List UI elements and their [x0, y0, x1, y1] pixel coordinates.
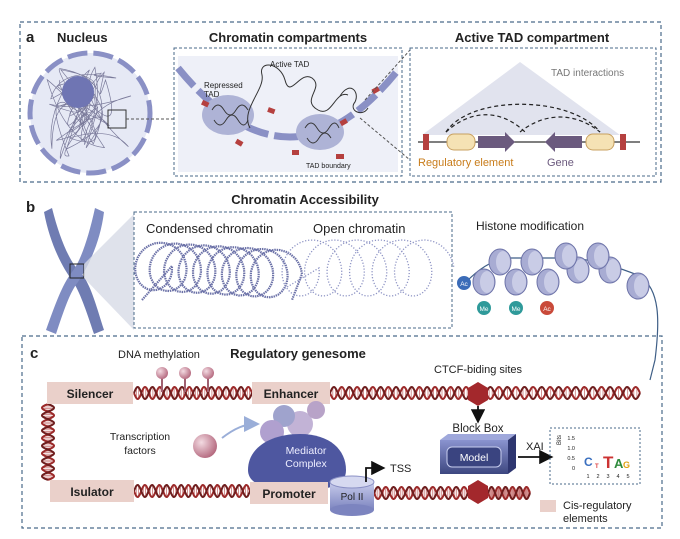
- histone-mark-ac-1: Ac: [457, 276, 471, 290]
- transcription-factor-ball: [193, 434, 217, 458]
- histone-mark-ac-2: Ac: [540, 301, 554, 315]
- histone-mark-me-2: Me: [509, 301, 523, 315]
- model-label: Model: [460, 452, 489, 464]
- panel-b-letter: b: [26, 199, 35, 216]
- logo-ylabel: Bits: [557, 435, 563, 445]
- open-chromatin-label: Open chromatin: [313, 221, 406, 236]
- mediator-complex: [248, 401, 346, 490]
- logo-ytick: 1.5: [567, 436, 575, 442]
- condensed-chromatin-label: Condensed chromatin: [146, 221, 273, 236]
- enhancer-label: Enhancer: [264, 387, 319, 401]
- legend-label-1: Cis-regulatory: [563, 500, 632, 512]
- logo-letter-g: G: [623, 460, 630, 470]
- panel-b: b Chromatin Accessibility Condensed chro…: [26, 192, 659, 381]
- tad-boundary-label: TAD boundary: [306, 163, 351, 170]
- ctcf-label: CTCF-biding sites: [434, 364, 523, 376]
- logo-letter-t: T: [603, 453, 614, 472]
- svg-text:Ac: Ac: [460, 281, 468, 288]
- histone-mark-me-1: Me: [477, 301, 491, 315]
- enhancer-box: Enhancer: [252, 382, 330, 404]
- regulatory-genesome-title: Regulatory genesome: [230, 346, 366, 361]
- compartments-illustration: [175, 56, 401, 172]
- logo-ytick: 1.0: [567, 446, 575, 452]
- regulatory-element-label: Regulatory element: [418, 157, 513, 169]
- model-box: [440, 434, 516, 474]
- tss-arrow: [365, 460, 386, 482]
- tf-label-1: Transcription: [110, 431, 170, 443]
- repressed-tad-label-1: Repressed: [204, 81, 243, 90]
- pol-ii-label: Pol II: [341, 492, 364, 503]
- active-tad-title: Active TAD compartment: [455, 30, 610, 45]
- compartments-title: Chromatin compartments: [209, 30, 367, 45]
- svg-text:Me: Me: [511, 306, 520, 313]
- motif-logo: Bits 1.5 1.0 0.5 0 C T T A G 1 2 3 4 5: [557, 435, 630, 480]
- dna-helix: [40, 385, 641, 501]
- logo-xtick: 2: [596, 474, 599, 480]
- logo-letter-a: A: [614, 456, 624, 471]
- tad-boundary-legend-swatch: [336, 154, 344, 159]
- ctcf-hexagon: [468, 382, 488, 406]
- gene-label: Gene: [547, 157, 574, 169]
- logo-xtick: 3: [606, 474, 609, 480]
- logo-letter-t-small: T: [595, 464, 599, 470]
- panel-c: c Regulatory genesome DNA methylation Si…: [21, 335, 663, 529]
- dna-methylation-label: DNA methylation: [118, 349, 200, 361]
- chromosome-icon: [44, 208, 134, 334]
- panel-c-letter: c: [30, 345, 38, 362]
- legend-label-2: elements: [563, 513, 608, 525]
- svg-text:Ac: Ac: [543, 306, 551, 313]
- logo-xtick: 5: [626, 474, 629, 480]
- active-tad-illustration: [418, 62, 640, 152]
- promoter-box: Promoter: [250, 482, 328, 504]
- active-tad-box: [409, 47, 657, 177]
- insulator-label: Isulator: [70, 485, 114, 499]
- tad-interactions-label: TAD interactions: [551, 68, 624, 79]
- block-box-label: Block Box: [452, 423, 503, 435]
- histone-illustration: [465, 242, 659, 381]
- nucleus-illustration: [27, 50, 174, 176]
- logo-ytick: 0.5: [567, 456, 575, 462]
- logo-letter-c: C: [584, 455, 593, 469]
- logo-xtick: 1: [586, 474, 589, 480]
- ctcf-hexagon-2: [468, 480, 488, 504]
- methylation-pins: [156, 367, 214, 392]
- condensed-chromatin-coil: [133, 241, 304, 301]
- accessibility-box: [133, 211, 453, 329]
- motif-logo-box: [549, 427, 641, 485]
- open-chromatin-coil: [281, 239, 455, 297]
- svg-text:Me: Me: [479, 306, 488, 313]
- mediator-label-1: Mediator: [286, 445, 327, 457]
- xai-label: XAI: [526, 441, 544, 453]
- panel-a: a Nucleus Chromatin compartments: [19, 21, 662, 183]
- legend-swatch: [540, 500, 556, 512]
- silencer-box: Silencer: [47, 382, 133, 404]
- compartments-box: [173, 47, 403, 177]
- silencer-label: Silencer: [67, 387, 114, 401]
- logo-ytick: 0: [572, 466, 575, 472]
- tss-label: TSS: [390, 463, 411, 475]
- mediator-label-2: Complex: [285, 458, 327, 470]
- promoter-label: Promoter: [262, 487, 316, 501]
- nucleolus: [62, 76, 94, 108]
- histone-modification-label: Histone modification: [476, 219, 584, 233]
- active-tad-label: Active TAD: [270, 60, 309, 69]
- panel-c-border: [21, 335, 663, 529]
- tf-label-2: factors: [124, 445, 156, 457]
- insulator-box: Isulator: [50, 480, 134, 502]
- pol-ii-cylinder: [329, 475, 375, 516]
- panel-a-border: [19, 21, 662, 183]
- chromatin-accessibility-title: Chromatin Accessibility: [231, 192, 379, 207]
- repressed-tad-label-2: TAD: [204, 90, 220, 99]
- panel-a-letter: a: [26, 29, 35, 46]
- logo-xtick: 4: [616, 474, 619, 480]
- nucleus-title: Nucleus: [57, 30, 108, 45]
